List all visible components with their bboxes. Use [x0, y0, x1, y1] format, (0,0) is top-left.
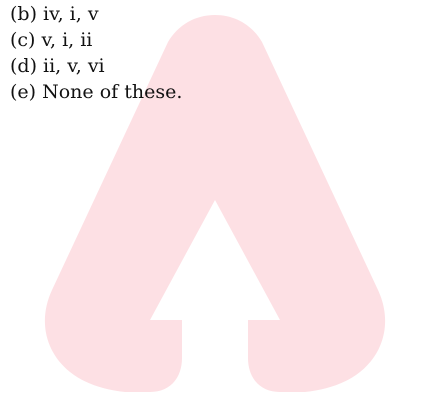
watermark-inner-notch [182, 320, 248, 405]
answer-options-list: (b) iv, i, v (c) v, i, ii (d) ii, v, vi … [10, 1, 182, 105]
option-b: (b) iv, i, v [10, 3, 99, 25]
option-c: (c) v, i, ii [10, 29, 93, 51]
option-e: (e) None of these. [10, 81, 183, 103]
watermark-arrow-shape [44, 15, 386, 392]
option-d: (d) ii, v, vi [10, 55, 105, 77]
